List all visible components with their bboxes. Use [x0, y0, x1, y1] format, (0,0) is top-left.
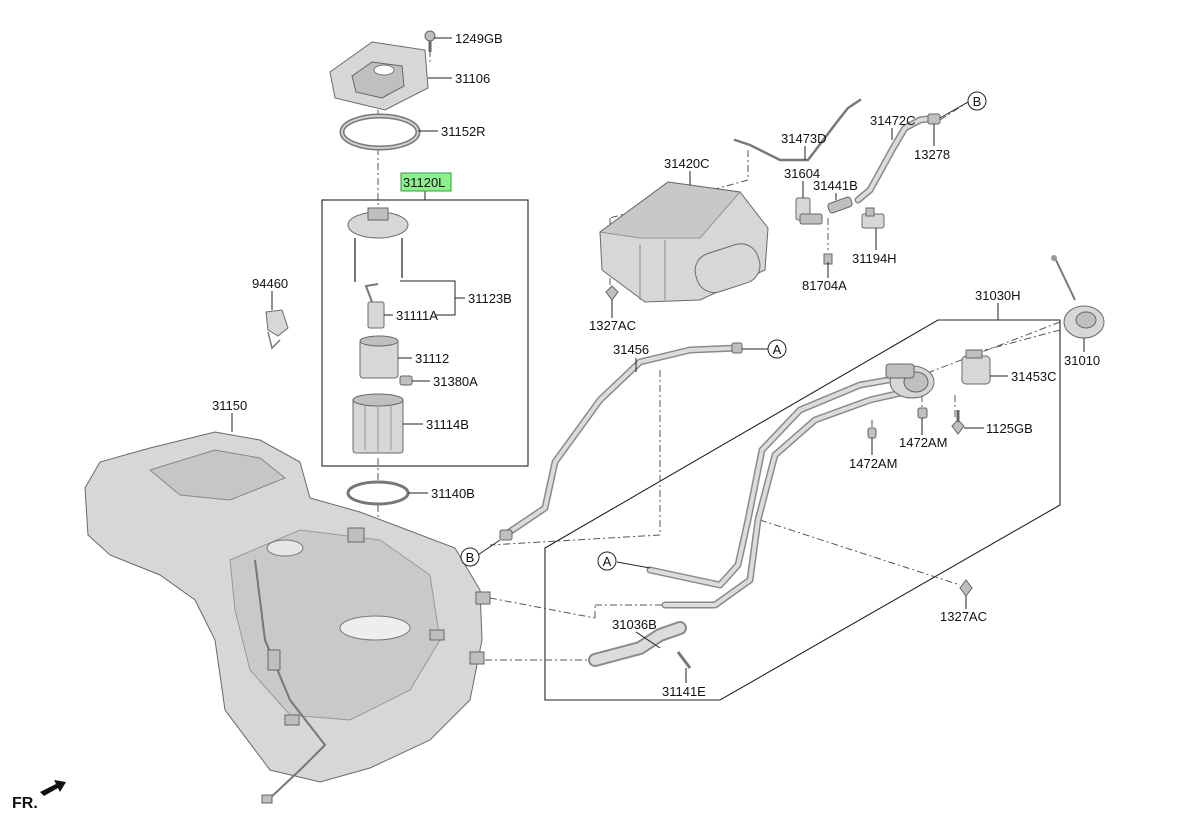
valve-31453c [961, 349, 991, 385]
gasket-31140b [346, 480, 410, 506]
label-1327ac-top: 1327AC [589, 318, 636, 333]
filler-neck-31030h [646, 363, 935, 609]
label-81704a: 81704A [802, 278, 847, 293]
fuel-pump-31111a [364, 283, 385, 329]
filler-assembly-box [544, 319, 1061, 701]
clamp-31141e [676, 651, 692, 669]
connector-31441b [827, 196, 853, 214]
label-31030h: 31030H [975, 288, 1021, 303]
label-94460: 94460 [252, 276, 288, 291]
clip-1472am-a [917, 407, 928, 419]
label-31604: 31604 [784, 166, 820, 181]
label-1472am-a: 1472AM [899, 435, 947, 450]
label-31441b: 31441B [813, 178, 858, 193]
label-1249gb: 1249GB [455, 31, 503, 46]
label-1327ac-bottom: 1327AC [940, 609, 987, 624]
reference-markers: B A B A [460, 91, 987, 571]
fuel-tank-31150 [84, 431, 491, 804]
bolt-1125gb [951, 410, 965, 435]
label-31111a: 31111A [396, 308, 438, 323]
sensor-31380a [399, 375, 413, 386]
ref-b-top: B [973, 94, 982, 109]
label-31140b: 31140B [431, 486, 475, 501]
label-31472c: 31472C [870, 113, 916, 128]
pump-flange [347, 207, 409, 282]
label-31010: 31010 [1064, 353, 1100, 368]
label-31152r: 31152R [441, 124, 486, 139]
label-31420c: 31420C [664, 156, 710, 171]
label-31150: 31150 [212, 398, 247, 413]
label-1125gb: 1125GB [986, 421, 1033, 436]
label-31112: 31112 [415, 351, 449, 366]
front-direction-indicator: FR. [12, 780, 66, 812]
label-31106: 31106 [455, 71, 490, 86]
label-31123b: 31123B [468, 291, 512, 306]
label-31473d: 31473D [781, 131, 827, 146]
clip-1327ac-top [605, 285, 619, 301]
label-31141e: 31141E [662, 684, 706, 699]
label-31036b: 31036B [612, 617, 657, 632]
part-labels: 1249GB 31106 31152R 31120L 31123B 31111A… [212, 31, 1100, 699]
label-31114b: 31114B [426, 417, 469, 432]
screw-1249gb [424, 30, 436, 52]
ref-b-bottom: B [466, 550, 475, 565]
label-31380a: 31380A [433, 374, 478, 389]
clip-1327ac-bottom [959, 579, 973, 597]
label-31453c: 31453C [1011, 369, 1057, 384]
label-31120l: 31120L [403, 175, 445, 190]
filter-31112 [359, 335, 399, 379]
leader-lines [231, 37, 1085, 683]
label-13278: 13278 [914, 147, 950, 162]
front-arrow-icon [40, 780, 66, 796]
label-31194h: 31194H [852, 251, 897, 266]
label-1472am-b: 1472AM [849, 456, 897, 471]
highlight-31120l [400, 172, 452, 192]
ref-a-bottom: A [603, 554, 612, 569]
tube-31473d [733, 98, 862, 162]
tube-31456 [501, 344, 742, 539]
cover-plate-31106 [329, 41, 429, 111]
clip-1472am-b [867, 427, 877, 439]
ref-a-top: A [773, 342, 782, 357]
valve-31604 [795, 197, 823, 225]
canister-31420c [598, 181, 769, 303]
reservoir-31114b [352, 393, 404, 454]
clamp-13278 [927, 113, 941, 125]
fuel-cap-31010 [1051, 255, 1105, 339]
bracket-94460 [265, 309, 289, 350]
label-31456: 31456 [613, 342, 649, 357]
lock-ring-31152r [339, 113, 421, 151]
bracket-31194h [861, 207, 885, 229]
front-label: FR. [12, 795, 38, 812]
